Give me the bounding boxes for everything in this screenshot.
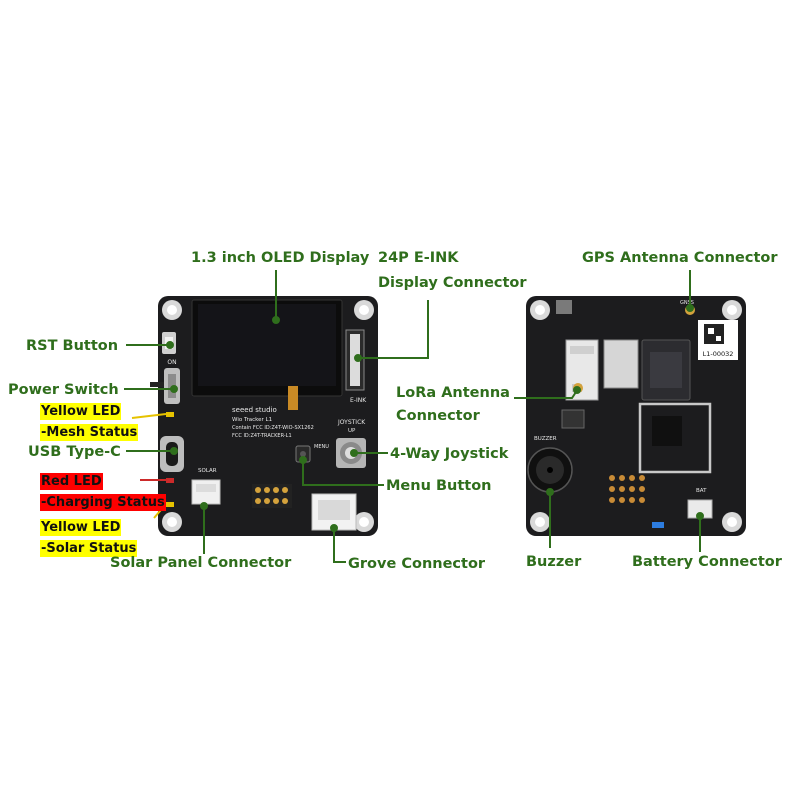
back-board: L1-00032 GNSS BUZZER BAT <box>526 296 746 536</box>
label-rst: RST Button <box>26 338 119 354</box>
highlight-solar-2: -Solar Status <box>40 540 138 557</box>
highlight-charge-1: Red LED <box>40 473 103 490</box>
inductor-top <box>556 300 572 314</box>
highlight-solar-1: Yellow LED <box>40 519 122 536</box>
blue-led <box>652 522 664 528</box>
oled-display <box>191 299 343 410</box>
label-grove: Grove Connector <box>348 556 486 572</box>
gold-module <box>603 339 639 389</box>
small-chip <box>561 409 585 429</box>
leader-lines <box>124 270 704 563</box>
shield-outline <box>638 402 712 474</box>
back-header-pads <box>609 475 645 503</box>
on-silk: ON <box>167 359 176 366</box>
mounting-holes-front <box>162 300 374 532</box>
qr-label: L1-00032 <box>698 320 738 360</box>
highlight-mesh-1: Yellow LED <box>40 403 122 420</box>
model-silk: Wio Tracker L1 <box>232 417 272 423</box>
leader-eink <box>360 300 429 359</box>
label-menu: Menu Button <box>386 478 492 494</box>
label-power: Power Switch <box>8 382 119 398</box>
solar-silk: SOLAR <box>198 468 217 474</box>
label-gps: GPS Antenna Connector <box>582 250 778 266</box>
menu-silk: MENU <box>314 444 329 450</box>
label-oled: 1.3 inch OLED Display <box>191 250 370 266</box>
label-battery: Battery Connector <box>632 554 782 570</box>
eink-silk: E-INK <box>350 397 367 404</box>
label-eink-2: Display Connector <box>378 275 527 291</box>
gnss-silk: GNSS <box>680 300 694 306</box>
menu-button-part <box>295 445 311 463</box>
highlight-charge-2: -Charging Status <box>40 494 166 511</box>
leader-menu <box>302 462 384 486</box>
label-solar: Solar Panel Connector <box>110 555 292 571</box>
mounting-holes-back <box>530 300 742 532</box>
highlight-mesh-2: -Mesh Status <box>40 424 139 441</box>
mcu-module <box>641 339 691 401</box>
gnss-chip <box>652 416 682 446</box>
fcc-silk-1: Contain FCC ID:Z4T-WIO-SX1262 <box>232 425 314 431</box>
solar-connector-part <box>191 479 221 505</box>
bat-silk: BAT <box>696 488 707 494</box>
mesh-led <box>166 412 174 417</box>
buzzer-silk: BUZZER <box>534 436 557 442</box>
leader-lora <box>514 391 577 399</box>
battery-connector-part: BAT <box>687 488 713 519</box>
label-buzzer: Buzzer <box>526 554 582 570</box>
leader-grove <box>333 530 346 563</box>
label-eink-1: 24P E-INK <box>378 250 459 266</box>
label-lora-2: Connector <box>396 408 480 424</box>
brand-silk: seeed studio <box>232 406 277 414</box>
front-board: E-INK ON seeed studio Wio Tracker L1 Con… <box>150 296 378 536</box>
label-joystick: 4-Way Joystick <box>390 446 509 462</box>
joystick-silk: JOYSTICK <box>337 419 366 426</box>
serial-label: L1-00032 <box>703 350 734 358</box>
label-lora-1: LoRa Antenna <box>396 385 510 401</box>
up-silk: UP <box>348 428 356 434</box>
fcc-silk-2: FCC ID:Z4T-TRACKER-L1 <box>232 433 292 439</box>
solar-led <box>166 502 174 507</box>
label-usb: USB Type-C <box>28 444 121 460</box>
header-pins <box>252 484 292 508</box>
charge-led <box>166 478 174 483</box>
